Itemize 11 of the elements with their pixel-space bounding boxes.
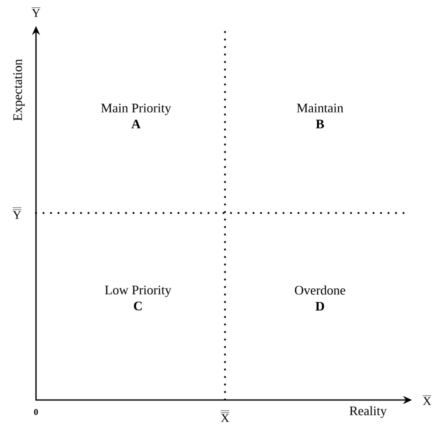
axis-mark: $\overline{\overline{\mathrm{X}}}$ [220, 410, 230, 422]
origin-label: 0 [34, 408, 38, 416]
axis-title: Expectation [13, 59, 25, 121]
quadrant-label: Overdone D [294, 285, 346, 311]
axis-mark: $\overline{\mathrm{Y}}$ [32, 8, 40, 17]
axis-title: Reality [350, 406, 387, 418]
quadrant-label: Maintain B [296, 104, 344, 128]
quadrant-label: Main Priority A [101, 104, 172, 128]
quadrant-label: Low Priority C [104, 286, 172, 310]
axis-mark: $\overline{\overline{\mathrm{Y}}}$ [12, 208, 22, 219]
axis-mark: $\overline{\mathrm{X}}$ [422, 396, 432, 405]
